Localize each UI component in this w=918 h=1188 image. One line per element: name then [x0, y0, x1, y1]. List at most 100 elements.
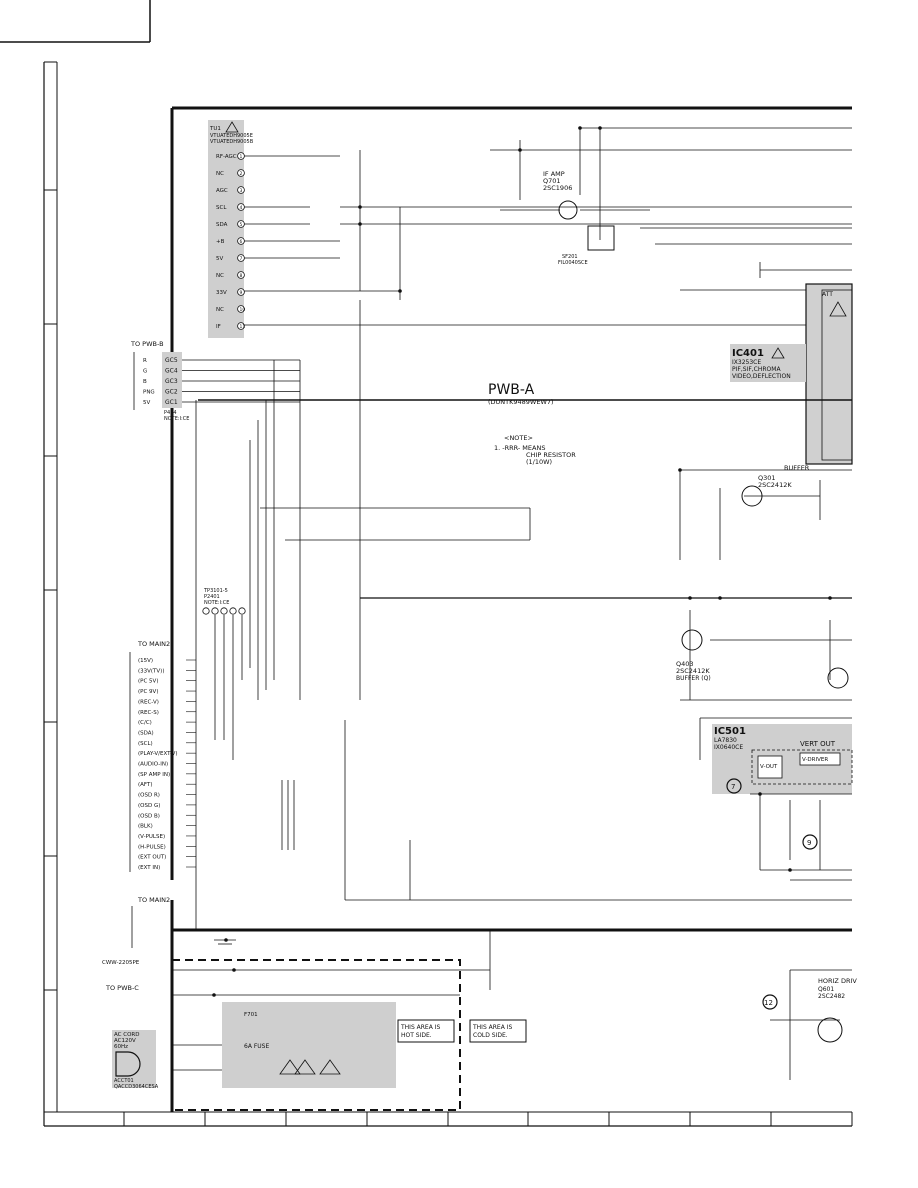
main2-signal-label: (PC 9V): [138, 689, 158, 695]
junction-dot: [718, 596, 722, 600]
main2-signal-label: (SP AMP IN): [138, 772, 170, 778]
vdriver-box: [799, 752, 841, 766]
tuner-part-2: VTUATEDH9005B: [210, 139, 254, 145]
junction-dot: [398, 289, 402, 293]
main2-signal-label: (EXT IN): [138, 865, 160, 871]
ac-spec: AC120V: [114, 1038, 136, 1044]
tuner-pin: [237, 186, 245, 194]
tuner-pin-number: 1: [240, 154, 243, 160]
tuner-pin: [237, 305, 245, 313]
tp3-label: NOTE:I:CE: [204, 600, 229, 606]
att-amp-icon: [829, 301, 847, 317]
to-pwb-b-label: TO PWB-B: [130, 340, 164, 348]
ac-cord-block: [112, 1030, 156, 1088]
junction-dot: [578, 126, 582, 130]
tp2-label: P2401: [204, 594, 220, 600]
ac-cord-label: AC CORD: [114, 1032, 139, 1038]
tp-label: TP3101-5: [203, 588, 228, 594]
main2-signal-label: (PC 5V): [138, 679, 158, 685]
gc-pin-label: GC1: [165, 399, 178, 406]
main2-signal-label: (PLAY-V/EXT-V): [138, 751, 178, 757]
tuner-ref: TU1: [209, 126, 221, 132]
note-line1: 1. -RRR- MEANS: [494, 444, 545, 452]
main2-signal-label: (SCL): [138, 741, 153, 747]
board-name: PWB-A: [488, 382, 535, 398]
junction-dot: [232, 968, 236, 972]
junction-dot: [788, 868, 792, 872]
junction-dot: [224, 938, 228, 942]
q601-transistor: [817, 1017, 843, 1043]
gc-signal-label: R: [143, 358, 147, 364]
junction-dot: [212, 993, 216, 997]
q403-desc: BUFFER (Q): [676, 675, 711, 682]
pwb-a-outline: [170, 106, 852, 1112]
main2-signal-label: (OSD B): [138, 813, 160, 819]
q301-transistor: [741, 485, 763, 507]
main2-signal-label: (33V(TV)): [138, 668, 164, 674]
tuner-pin-number: 7: [240, 256, 243, 262]
q701-transistor: [558, 200, 615, 251]
tuner-pin-number: 8: [240, 273, 243, 279]
main2-signal-label: (AFT): [138, 782, 152, 788]
tuner-pin-number: 10: [240, 307, 246, 313]
ic501-title: VERT OUT: [800, 740, 836, 748]
tuner-pin-label: NC: [216, 307, 224, 313]
q601-part: 2SC2482: [818, 993, 845, 1000]
main2-signal-label: (C/C): [138, 720, 152, 726]
junction-dot: [358, 222, 362, 226]
tuner-pin-label: 5V: [216, 256, 223, 262]
gc-signal-label: G: [143, 369, 147, 375]
ic401-block: [805, 283, 853, 465]
power-wiring: [172, 930, 491, 1075]
f701-label: F701: [244, 1012, 258, 1018]
to-main2-label: TO MAIN2: [137, 640, 170, 648]
q403-transistor: [681, 629, 703, 651]
p404-label: P404: [164, 410, 177, 416]
cold-side-box: [469, 1019, 527, 1043]
q701-label: Q701: [543, 177, 561, 185]
tuner-pin-label: SCL: [216, 205, 227, 211]
tuner-pin-number: 11: [240, 324, 246, 330]
ic501-ref: IC501: [714, 726, 746, 737]
warning-icon: [771, 347, 785, 359]
page-frame: [0, 0, 853, 1127]
main2-signal-label: (EXT OUT): [138, 855, 166, 861]
ic401-ref: IC401: [732, 348, 764, 359]
hot-side-box: [397, 1019, 455, 1043]
power-section-dashed: [171, 959, 461, 1111]
marker-12: 12: [764, 999, 773, 1007]
sf201-label: SF201: [562, 254, 578, 260]
fuse-label: 6A FUSE: [244, 1043, 269, 1050]
lower-wiring: [344, 720, 852, 1080]
tuner-pin-number: 9: [240, 290, 243, 296]
mid-wiring: [198, 300, 852, 760]
junction-dot: [688, 596, 692, 600]
cw-label: CWW-2205PE: [102, 960, 140, 966]
note-line3: (1/10W): [526, 458, 552, 466]
tuner-pin: [237, 169, 245, 177]
warning-icon: [225, 121, 239, 133]
tuner-pin-label: SDA: [216, 222, 228, 228]
gc-pin-label: GC5: [165, 357, 178, 364]
tuner-pin-number: 4: [240, 205, 243, 211]
q301-part: 2SC2412K: [758, 481, 792, 489]
note-title: <NOTE>: [504, 434, 533, 442]
gc-signal-label: 5V: [143, 400, 150, 406]
ic501-part-1: LA7830: [714, 737, 737, 744]
tuner-pin-number: 2: [240, 171, 243, 177]
junction-dot: [598, 126, 602, 130]
tuner-pin-label: +B: [216, 239, 225, 245]
tuner-block: [208, 120, 244, 338]
junction-dots: [212, 126, 832, 997]
junction-dot: [678, 468, 682, 472]
junction-dot: [828, 596, 832, 600]
tuner-pin-number: 5: [240, 222, 243, 228]
main2-signal-label: (SDA): [138, 730, 154, 736]
main2-signal-label: (15V): [138, 658, 153, 664]
p404-part: NOTE:I:CE: [164, 416, 189, 422]
junction-dot: [758, 792, 762, 796]
tuner-part-1: VTUATEDH9005E: [210, 133, 253, 139]
ic501-part-2: IX0640CE: [714, 744, 743, 751]
